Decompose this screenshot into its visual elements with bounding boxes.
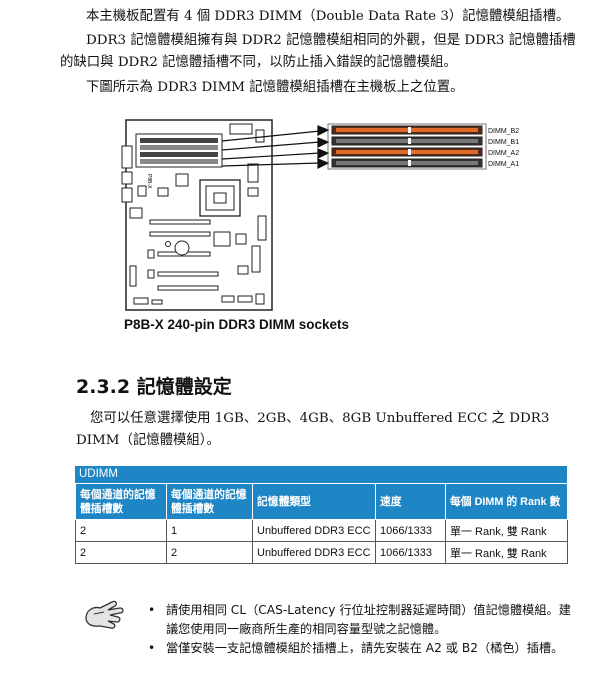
table-cell: 1066/1333 (375, 519, 446, 542)
motherboard-figure: P8B-X (118, 116, 558, 316)
table-header-row: 每個通道的記憶體插槽數 每個通道的記憶體插槽數 記憶體類型 速度 每個 DIMM… (75, 483, 568, 520)
table-cell: 單一 Rank, 雙 Rank (445, 519, 568, 542)
table-caption: UDIMM (75, 466, 567, 483)
table-header: 速度 (375, 483, 446, 520)
board-label: P8B-X (146, 174, 152, 189)
slot-label: DIMM_A2 (488, 150, 519, 157)
table-row: 2 1 Unbuffered DDR3 ECC 1066/1333 單一 Ran… (75, 519, 568, 542)
table-cell: 2 (166, 541, 253, 564)
section-title: 2.3.2 記憶體設定 (76, 376, 232, 398)
dimm-slot-detail (327, 123, 487, 170)
notes-list: 請使用相同 CL（CAS-Latency 行位址控制器延遲時間）值記憶體模組。建… (148, 601, 580, 658)
intro-paragraph-1: 本主機板配置有 4 個 DDR3 DIMM（Double Data Rate 3… (86, 9, 570, 24)
motherboard-diagram: P8B-X (121, 119, 519, 311)
slot-label: DIMM_A1 (488, 161, 519, 168)
expansion-slots (149, 219, 219, 291)
note-hand-icon (82, 596, 126, 636)
table-row: 2 2 Unbuffered DDR3 ECC 1066/1333 單一 Ran… (75, 541, 568, 564)
slot-arrows (221, 125, 330, 169)
board-dimm-slots (140, 138, 218, 164)
table-cell: 1066/1333 (375, 541, 446, 564)
table-header: 每個 DIMM 的 Rank 數 (445, 483, 568, 520)
slot-label: DIMM_B1 (488, 139, 519, 146)
table-header: 每個通道的記憶體插槽數 (166, 483, 253, 520)
figure-caption: P8B-X 240-pin DDR3 DIMM sockets (124, 317, 350, 332)
udimm-table: UDIMM 每個通道的記憶體插槽數 每個通道的記憶體插槽數 記憶體類型 速度 每… (75, 466, 568, 564)
table-cell: 單一 Rank, 雙 Rank (445, 541, 568, 564)
slot-labels: DIMM_B2 DIMM_B1 DIMM_A2 DIMM_A1 (488, 128, 519, 168)
table-cell: Unbuffered DDR3 ECC (252, 541, 376, 564)
note-item: 當僅安裝一支記憶體模組於插槽上，請先安裝在 A2 或 B2（橘色）插槽。 (148, 639, 580, 658)
intro-paragraph-2: DDR3 記憶體模組擁有與 DDR2 記憶體模組相同的外觀，但是 DDR3 記憶… (60, 33, 576, 70)
intro-paragraph-3: 下圖所示為 DDR3 DIMM 記憶體模組插槽在主機板上之位置。 (86, 80, 464, 95)
table-header: 每個通道的記憶體插槽數 (75, 483, 167, 520)
table-cell: 2 (75, 541, 167, 564)
note-item: 請使用相同 CL（CAS-Latency 行位址控制器延遲時間）值記憶體模組。建… (148, 601, 580, 639)
slot-label: DIMM_B2 (488, 128, 519, 135)
table-cell: 2 (75, 519, 167, 542)
table-cell: Unbuffered DDR3 ECC (252, 519, 376, 542)
table-cell: 1 (166, 519, 253, 542)
table-header: 記憶體類型 (252, 483, 376, 520)
battery-icon (174, 240, 190, 256)
section-intro: 您可以任意選擇使用 1GB、2GB、4GB、8GB Unbuffered ECC… (76, 411, 550, 448)
